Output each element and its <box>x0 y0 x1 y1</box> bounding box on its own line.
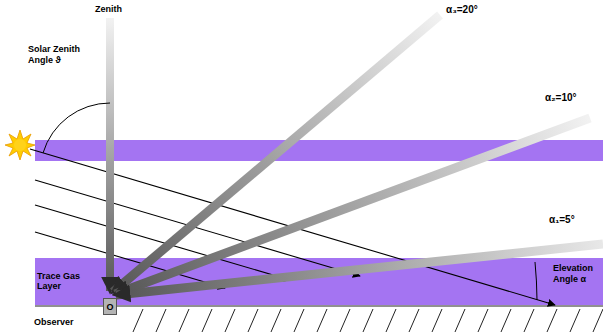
elevation-angle-value: α₂=10° <box>545 92 601 104</box>
elevation-angle-value: α₃=20° <box>446 4 506 16</box>
beam-20deg <box>113 15 440 292</box>
zenith-label: Zenith <box>95 4 145 15</box>
observer-symbol: O <box>104 302 116 312</box>
zenith-beam <box>106 18 114 291</box>
elevation-angle-label: Elevation Angle α <box>553 263 601 285</box>
solar-zenith-angle-label: Solar Zenith Angle ϑ <box>28 44 90 66</box>
ground-line <box>35 306 603 307</box>
trace-gas-layer-band: Trace Gas Layer <box>35 258 603 305</box>
band-label: Trace Gas Layer <box>37 271 99 291</box>
observer-box: OObserver <box>103 298 117 315</box>
solar-zenith-arc <box>43 103 110 153</box>
elevation-arc <box>535 262 537 300</box>
observer-label: Observer <box>34 317 84 327</box>
ground-hatching <box>130 306 603 334</box>
sun-symbol <box>5 130 35 160</box>
beam-5deg <box>116 244 603 295</box>
elevation-angle-value: α₁=5° <box>549 214 599 226</box>
